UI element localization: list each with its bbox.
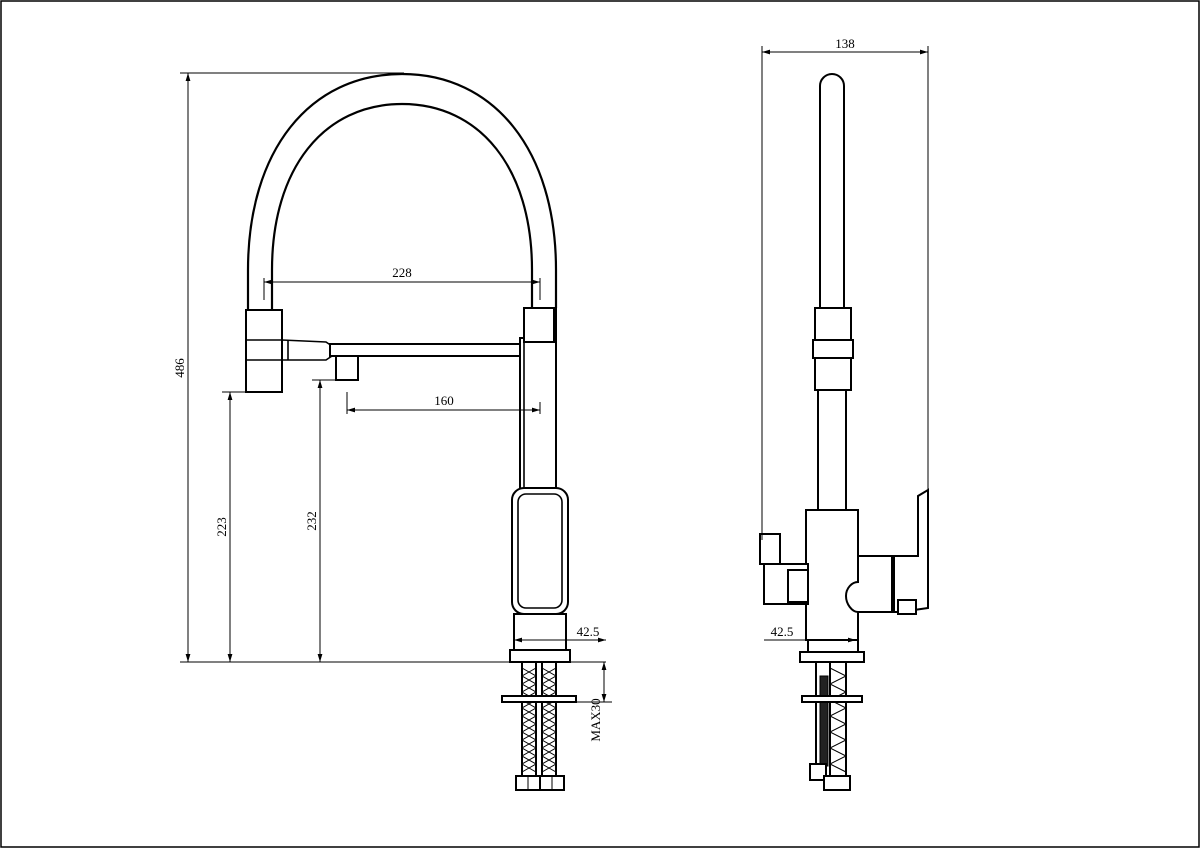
side-faucet-body [805,509,859,641]
dim-spray-height: 223 [214,517,229,537]
aerator [335,355,359,381]
side-hose-nut [823,775,851,791]
side-handle-left [759,533,781,565]
front-view: 486 228 160 223 232 42.5 MAX30 [172,72,612,791]
dim-total-height: 486 [172,358,187,378]
dim-base-diameter-front: 42.5 [577,624,600,639]
hose-arch-inner [270,102,534,310]
supply-hoses [520,661,558,777]
dim-aerator-height: 232 [304,511,319,531]
side-washer [801,695,863,703]
mounting-washer [501,695,577,703]
side-lever-right [844,555,893,613]
side-spout-tube [819,73,845,309]
base-plate [509,649,571,663]
side-view: 138 42.5 [759,36,929,791]
dim-spout-reach: 228 [392,265,412,280]
spray-head [245,309,283,393]
base-neck [513,613,567,651]
hose-arch-outer [246,72,558,310]
dim-side-width: 138 [835,36,855,51]
side-base-plate [799,651,865,663]
dim-max-thickness: MAX30 [588,698,603,741]
dim-base-diameter-side: 42.5 [771,624,794,639]
faucet-body [511,487,569,615]
spout-arm [329,343,525,357]
dim-outlet-reach: 160 [434,393,454,408]
